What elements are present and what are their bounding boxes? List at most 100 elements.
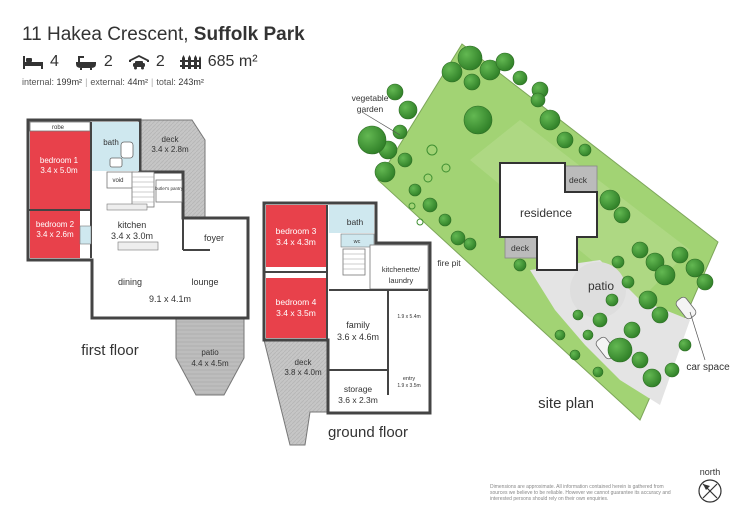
tree: [512, 70, 528, 86]
site-patio-label: patio: [588, 279, 614, 293]
bath-icon: [75, 56, 96, 70]
bedroom-1: [30, 131, 90, 209]
gf-stairs: [342, 248, 366, 276]
tree: [386, 83, 404, 101]
tree: [539, 109, 561, 131]
property-stats: 4 2 2 685 m²: [22, 51, 273, 73]
bedroom-2-size: 3.4 x 2.6m: [36, 230, 74, 239]
gf-deck-label: deck: [295, 358, 313, 367]
vegetable-garden-label-2: garden: [357, 104, 384, 114]
bedroom-3-size: 3.4 x 4.3m: [276, 237, 316, 247]
tree: [631, 351, 649, 369]
shrub: [441, 163, 451, 173]
family-size: 3.6 x 4.6m: [337, 332, 379, 342]
storage-size: 3.6 x 2.3m: [338, 395, 378, 405]
shrub: [408, 202, 416, 210]
bedroom-2-label: bedroom 2: [36, 220, 75, 229]
bedroom-4: [266, 278, 326, 338]
fire-pit-label: fire pit: [437, 258, 461, 268]
shrub: [426, 144, 438, 156]
gf-deck-size: 3.8 x 4.0m: [284, 368, 322, 377]
external-value: 44m²: [127, 77, 148, 87]
cars-stat: 2: [128, 53, 165, 71]
tree: [599, 189, 621, 211]
garage-car-icon: [128, 55, 149, 70]
north-label: north: [700, 467, 721, 477]
shrub: [423, 173, 433, 183]
ff-patio-size: 4.4 x 4.5m: [191, 359, 229, 368]
tree: [651, 306, 669, 324]
tree: [479, 59, 501, 81]
beds-count: 4: [50, 53, 59, 70]
baths-stat: 2: [74, 53, 113, 71]
dining-label: dining: [118, 277, 142, 287]
total-value: 243m²: [178, 77, 204, 87]
gf-wc-label: wc: [353, 239, 361, 245]
tree: [569, 349, 581, 361]
tree: [556, 131, 574, 149]
gf-wc: [340, 233, 375, 248]
external-label: external:: [90, 77, 125, 87]
car-space-label: car space: [686, 362, 730, 373]
internal-value: 199m²: [56, 77, 83, 87]
tree: [513, 258, 527, 272]
tree: [642, 368, 662, 388]
tree: [457, 45, 483, 71]
entry-label: entry: [403, 376, 415, 382]
north-arrow-icon: [698, 479, 722, 503]
hall-size: 1.9 x 5.4m: [397, 314, 420, 320]
internal-label: internal:: [22, 77, 55, 87]
gf-bath: [329, 205, 374, 233]
bed-icon: [23, 56, 43, 69]
ground-floor-heading: ground floor: [328, 424, 408, 441]
disclaimer-text: Dimensions are approximate. All informat…: [490, 484, 671, 502]
site-deck-left-label: deck: [511, 243, 530, 253]
land-stat: 685 m²: [179, 53, 258, 71]
ff-deck-size: 3.4 x 2.8m: [151, 145, 189, 154]
bedroom-4-size: 3.4 x 3.5m: [276, 308, 316, 318]
lounge-label: lounge: [191, 277, 218, 287]
tree: [495, 52, 515, 72]
land-size: 685 m²: [207, 53, 258, 70]
tree: [621, 275, 635, 289]
tree: [463, 237, 477, 251]
tree: [578, 143, 592, 157]
bedroom-2: [30, 211, 80, 258]
tree: [450, 230, 466, 246]
site-paving: [530, 260, 690, 405]
first-floor-heading: first floor: [81, 342, 139, 359]
tree: [422, 197, 438, 213]
trees: [357, 45, 714, 388]
total-label: total:: [156, 77, 176, 87]
tree: [678, 338, 692, 352]
ff-bath-label: bath: [103, 138, 119, 147]
site-plan: [357, 43, 719, 421]
site-deck-top-label: deck: [569, 175, 588, 185]
tree: [357, 125, 387, 155]
tree: [592, 366, 604, 378]
tree: [607, 337, 633, 363]
tree: [463, 73, 481, 91]
tree: [671, 246, 689, 264]
tree: [554, 329, 566, 341]
butlers-pantry-label: butler's pantry: [155, 186, 184, 191]
bedroom-3-label: bedroom 3: [276, 226, 317, 236]
tree: [696, 273, 714, 291]
kitchenette: [369, 244, 429, 290]
kitchenette-label-2: laundry: [389, 276, 414, 285]
ff-deck-label: deck: [162, 135, 180, 144]
tree: [441, 61, 463, 83]
tree: [408, 183, 422, 197]
fence-icon: [179, 55, 201, 69]
baths-count: 2: [103, 53, 113, 70]
property-title: 11 Hakea Crescent, Suffolk Park: [22, 24, 305, 46]
tree: [654, 264, 676, 286]
tree: [374, 161, 396, 183]
gf-bath-label: bath: [347, 217, 364, 227]
butlers-pantry: [155, 179, 183, 203]
address-street: 11 Hakea Crescent,: [22, 24, 189, 45]
beds-stat: 4: [22, 53, 59, 71]
bedroom-3: [266, 205, 326, 267]
tree: [613, 206, 631, 224]
